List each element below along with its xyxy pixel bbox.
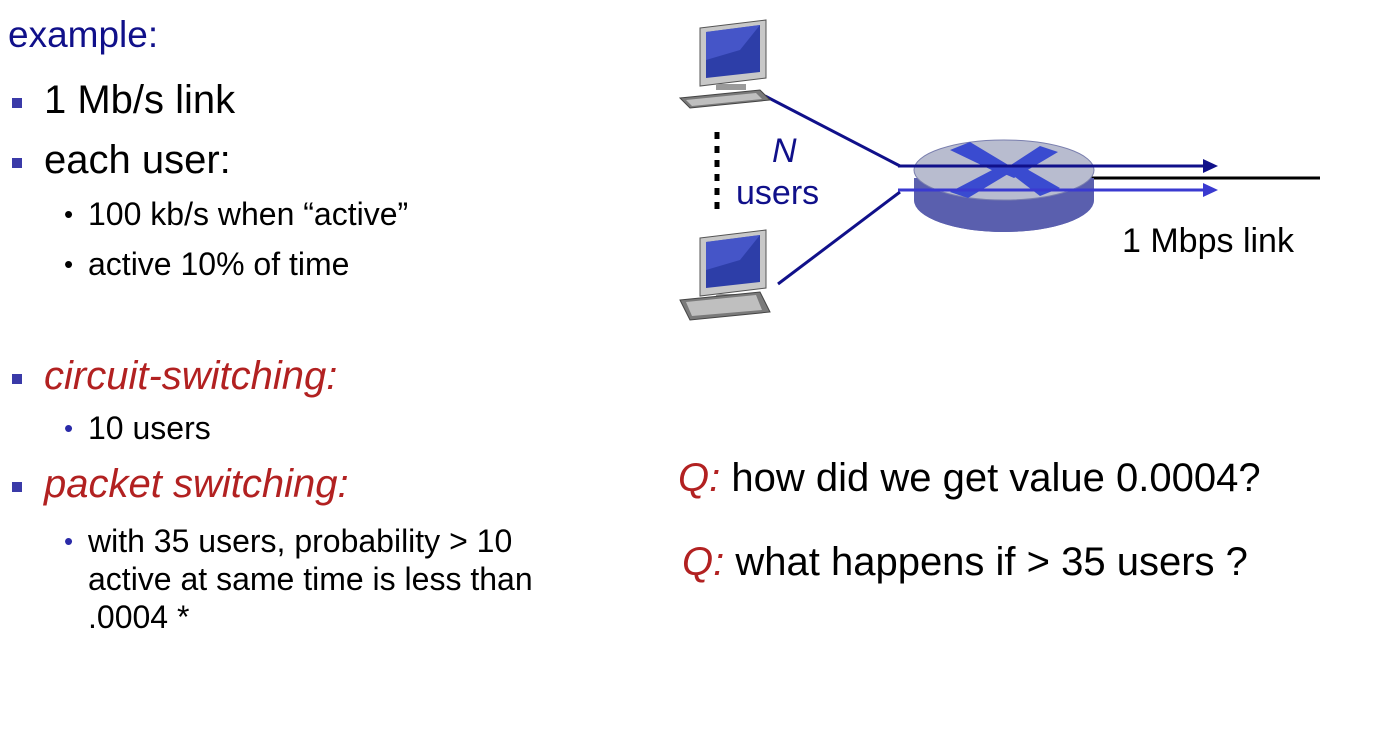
bullet-circuit-switching: circuit-switching:: [12, 354, 337, 399]
question-2: Q: what happens if > 35 users ?: [682, 540, 1248, 585]
bullet-link-speed: 1 Mb/s link: [12, 78, 235, 123]
question-1: Q: how did we get value 0.0004?: [678, 456, 1261, 501]
question-2-text: what happens if > 35 users ?: [724, 540, 1248, 584]
subitem-active-time: • active 10% of time: [64, 246, 349, 283]
subitem-circuit-users: • 10 users: [64, 410, 211, 447]
users-label: users: [736, 174, 820, 212]
computer-icon: [679, 229, 771, 321]
packet-switching-title: packet switching:: [44, 462, 349, 506]
link-bottom-user: [777, 190, 901, 286]
example-heading: example:: [8, 14, 159, 55]
dot-bullet-icon: •: [64, 526, 74, 556]
link-top-user: [764, 94, 901, 168]
dot-bullet-icon: •: [64, 249, 74, 279]
link-label: 1 Mbps link: [1122, 222, 1294, 260]
subitem-packet-probability: • with 35 users, probability > 10 active …: [64, 522, 584, 636]
bullet-packet-switching: packet switching:: [12, 462, 349, 507]
question-2-prefix: Q:: [682, 540, 725, 584]
router-icon: [913, 139, 1095, 232]
n-label: N: [772, 132, 797, 170]
square-bullet-icon: [12, 373, 22, 384]
arrow-head-icon: [1203, 159, 1218, 173]
bullet-link-speed-label: 1 Mb/s link: [44, 78, 236, 122]
question-1-prefix: Q:: [678, 456, 721, 500]
square-bullet-icon: [12, 157, 22, 168]
dot-bullet-icon: •: [64, 413, 74, 443]
square-bullet-icon: [12, 481, 22, 492]
computer-icon: [678, 19, 772, 109]
packet-probability-label: with 35 users, probability > 10 active a…: [88, 523, 533, 635]
square-bullet-icon: [12, 97, 22, 108]
circuit-switching-title: circuit-switching:: [44, 354, 338, 398]
question-1-text: how did we get value 0.0004?: [720, 456, 1261, 500]
subitem-active-rate: • 100 kb/s when “active”: [64, 196, 408, 233]
subitem-active-time-label: active 10% of time: [88, 246, 350, 282]
arrow-head-icon: [1203, 183, 1218, 197]
circuit-users-label: 10 users: [88, 410, 211, 446]
subitem-active-rate-label: 100 kb/s when “active”: [88, 196, 409, 232]
bullet-each-user-label: each user:: [44, 138, 231, 182]
dot-bullet-icon: •: [64, 199, 74, 229]
bullet-each-user: each user:: [12, 138, 231, 183]
